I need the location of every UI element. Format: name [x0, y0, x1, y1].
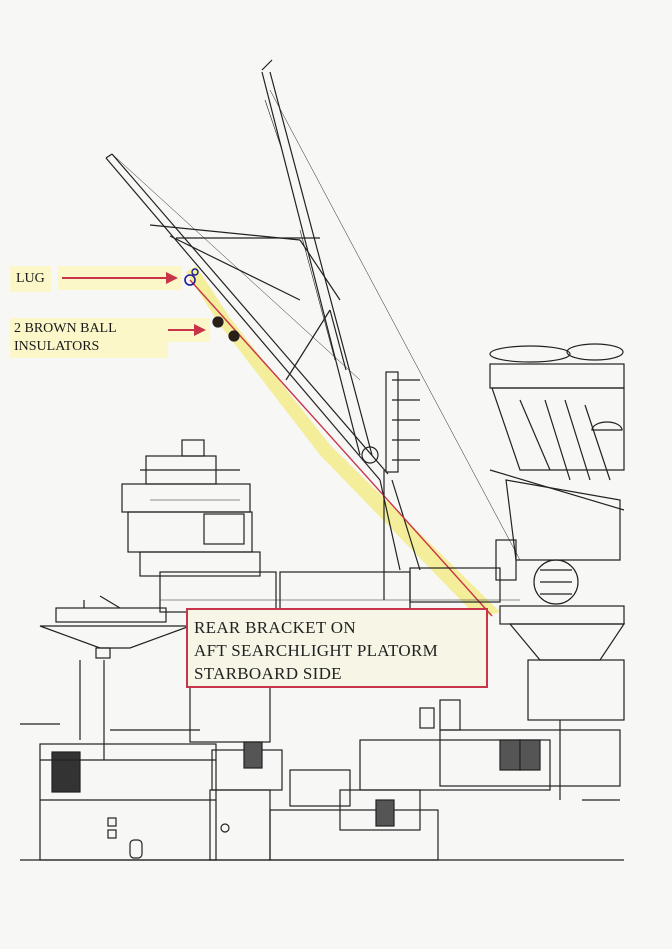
insulators-label-line2: INSULATORS	[14, 339, 100, 354]
aft-platform	[499, 605, 626, 800]
lug-ring	[184, 274, 196, 286]
lug-label: LUG	[10, 266, 51, 292]
arrow-lug	[62, 272, 178, 284]
insulators-label-line1: 2 BROWN BALL	[14, 321, 117, 336]
callout-line-1: REAR BRACKET ON	[194, 618, 356, 637]
searchlight-tower	[489, 343, 625, 605]
insulator-1	[212, 316, 224, 328]
insulators-label: 2 BROWN BALL INSULATORS	[10, 318, 168, 358]
secondary-boom	[105, 89, 521, 561]
callout-line-2: AFT SEARCHLIGHT PLATORM	[194, 641, 438, 660]
bridge-tower	[121, 439, 261, 577]
central-superstructure	[159, 470, 520, 743]
lower-deck	[20, 699, 624, 861]
kingpost	[361, 371, 421, 571]
antenna-wire	[189, 279, 493, 617]
wire-highlight	[186, 266, 500, 618]
main-derrick	[261, 59, 373, 456]
rear-bracket-callout: REAR BRACKET ON AFT SEARCHLIGHT PLATORM …	[186, 608, 488, 688]
lug-ring-2	[191, 268, 199, 276]
callout-line-3: STARBOARD SIDE	[194, 664, 342, 683]
insulator-2	[228, 330, 240, 342]
forward-platform	[39, 595, 191, 760]
